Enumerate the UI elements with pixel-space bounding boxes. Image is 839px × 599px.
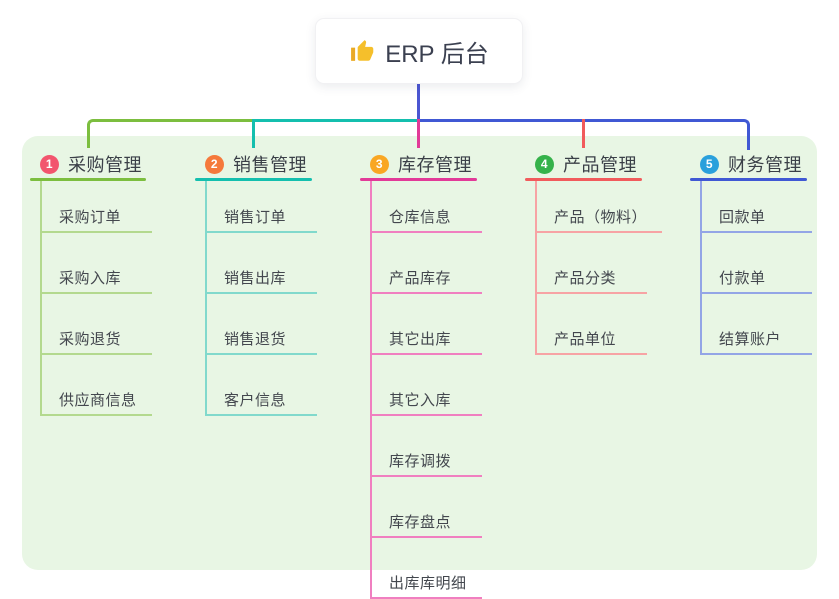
child-node[interactable]: 库存调拨 [372, 416, 482, 477]
child-node[interactable]: 产品单位 [537, 294, 647, 355]
branch-children: 产品（物料） 产品分类产品单位 [535, 181, 663, 355]
thumbs-up-icon [349, 38, 375, 64]
branch-title-label: 财务管理 [728, 155, 802, 175]
child-node-label: 采购退货 [59, 331, 122, 348]
child-node[interactable]: 其它出库 [372, 294, 482, 355]
branch-number-badge: 3 [370, 154, 389, 174]
branch-2: 2 销售管理销售订单销售出库销售退货客户信息 [195, 150, 317, 416]
child-node-label: 客户信息 [224, 392, 287, 409]
connector-branch-4 [582, 119, 585, 148]
branch-number-badge: 5 [700, 154, 719, 174]
child-node-label: 出库库明细 [389, 575, 467, 592]
branch-number-badge: 4 [535, 154, 554, 174]
child-node-label: 供应商信息 [59, 392, 137, 409]
branch-children: 采购订单采购入库采购退货供应商信息 [40, 181, 152, 416]
branch-title-underline [360, 178, 477, 181]
child-node-label: 采购订单 [59, 209, 122, 226]
child-node[interactable]: 销售退货 [207, 294, 317, 355]
branch-title-underline [525, 178, 642, 181]
branch-number-badge: 1 [40, 154, 59, 174]
branch-title-label: 采购管理 [68, 155, 142, 175]
child-node-label: 结算账户 [719, 331, 782, 348]
connector-branch-1 [87, 119, 252, 148]
branch-title-underline [690, 178, 807, 181]
child-node-label: 销售退货 [224, 331, 287, 348]
branch-node-5[interactable]: 5 财务管理 [690, 150, 812, 178]
branch-title-label: 销售管理 [233, 155, 307, 175]
child-node-label: 其它入库 [389, 392, 452, 409]
branch-children: 回款单付款单结算账户 [700, 181, 812, 355]
child-node[interactable]: 采购退货 [42, 294, 152, 355]
root-node-label: ERP 后台 [385, 40, 489, 68]
child-node-label: 产品库存 [389, 270, 452, 287]
branch-3: 3 库存管理仓库信息产品库存其它出库其它入库库存调拨库存盘点出库库明细 [360, 150, 482, 599]
root-node-erp[interactable]: ERP 后台 [315, 18, 523, 84]
child-node-label: 销售出库 [224, 270, 287, 287]
branch-title-label: 库存管理 [398, 155, 472, 175]
child-node[interactable]: 产品分类 [537, 233, 647, 294]
child-node[interactable]: 销售订单 [207, 181, 317, 233]
child-node-label: 付款单 [719, 270, 766, 287]
branch-number-badge: 2 [205, 154, 224, 174]
branch-1: 1 采购管理采购订单采购入库采购退货供应商信息 [30, 150, 152, 416]
child-node[interactable]: 采购入库 [42, 233, 152, 294]
branch-node-1[interactable]: 1 采购管理 [30, 150, 152, 178]
branch-node-2[interactable]: 2 销售管理 [195, 150, 317, 178]
child-node[interactable]: 采购订单 [42, 181, 152, 233]
child-node-label: 仓库信息 [389, 209, 452, 226]
child-node-label: 库存调拨 [389, 453, 452, 470]
branch-4: 4 产品管理产品（物料） 产品分类产品单位 [525, 150, 663, 355]
connector-branch-2 [252, 119, 417, 148]
branch-title-underline [195, 178, 312, 181]
branch-title-label: 产品管理 [563, 155, 637, 175]
branch-children: 销售订单销售出库销售退货客户信息 [205, 181, 317, 416]
child-node[interactable]: 供应商信息 [42, 355, 152, 416]
child-node[interactable]: 付款单 [702, 233, 812, 294]
connector-branch-3 [417, 119, 420, 148]
child-node-label: 其它出库 [389, 331, 452, 348]
child-node[interactable]: 回款单 [702, 181, 812, 233]
child-node[interactable]: 客户信息 [207, 355, 317, 416]
branch-node-4[interactable]: 4 产品管理 [525, 150, 662, 178]
child-node-label: 产品单位 [554, 331, 617, 348]
branch-title-underline [30, 178, 146, 181]
branch-children: 仓库信息产品库存其它出库其它入库库存调拨库存盘点出库库明细 [370, 181, 482, 599]
child-node-label: 销售订单 [224, 209, 287, 226]
child-node-label: 产品（物料） [554, 209, 648, 226]
child-node[interactable]: 产品（物料） [537, 181, 663, 233]
branch-node-3[interactable]: 3 库存管理 [360, 150, 482, 178]
child-node[interactable]: 仓库信息 [372, 181, 482, 233]
child-node[interactable]: 结算账户 [702, 294, 812, 355]
child-node-label: 回款单 [719, 209, 766, 226]
connector-root-drop [417, 83, 420, 121]
child-node[interactable]: 产品库存 [372, 233, 482, 294]
child-node[interactable]: 库存盘点 [372, 477, 482, 538]
child-node-label: 产品分类 [554, 270, 617, 287]
branch-5: 5 财务管理回款单付款单结算账户 [690, 150, 812, 355]
child-node[interactable]: 其它入库 [372, 355, 482, 416]
child-node[interactable]: 销售出库 [207, 233, 317, 294]
child-node-label: 库存盘点 [389, 514, 452, 531]
child-node[interactable]: 出库库明细 [372, 538, 482, 599]
child-node-label: 采购入库 [59, 270, 122, 287]
